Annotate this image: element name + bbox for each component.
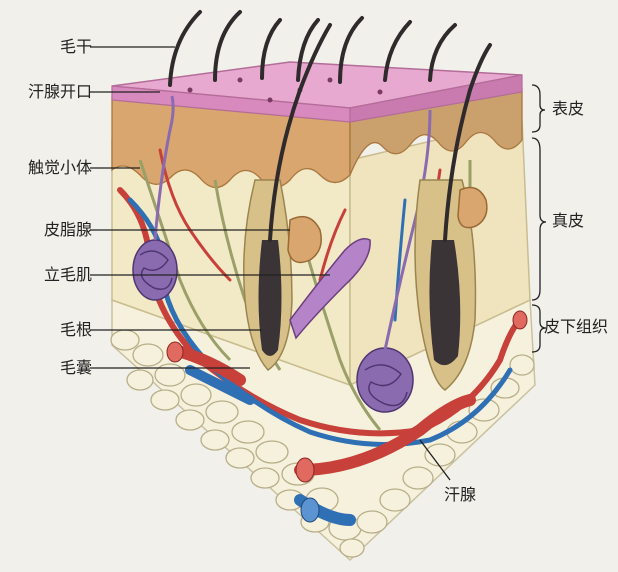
label-epidermis: 表皮: [552, 100, 584, 118]
label-sweat-pore: 汗腺开口: [0, 83, 92, 101]
label-sweat-gland: 汗腺: [444, 486, 476, 504]
label-hair-shaft: 毛干: [0, 38, 92, 56]
label-dermis: 真皮: [552, 212, 584, 230]
label-subcutis: 皮下组织: [544, 318, 608, 336]
label-hair-root: 毛根: [0, 321, 92, 339]
label-hair-follicle: 毛囊: [0, 359, 92, 377]
label-tactile-corpuscle: 触觉小体: [0, 159, 92, 177]
label-arrector-pili: 立毛肌: [0, 266, 92, 284]
label-sebaceous-gland: 皮脂腺: [0, 221, 92, 239]
layer-braces: [532, 85, 546, 352]
